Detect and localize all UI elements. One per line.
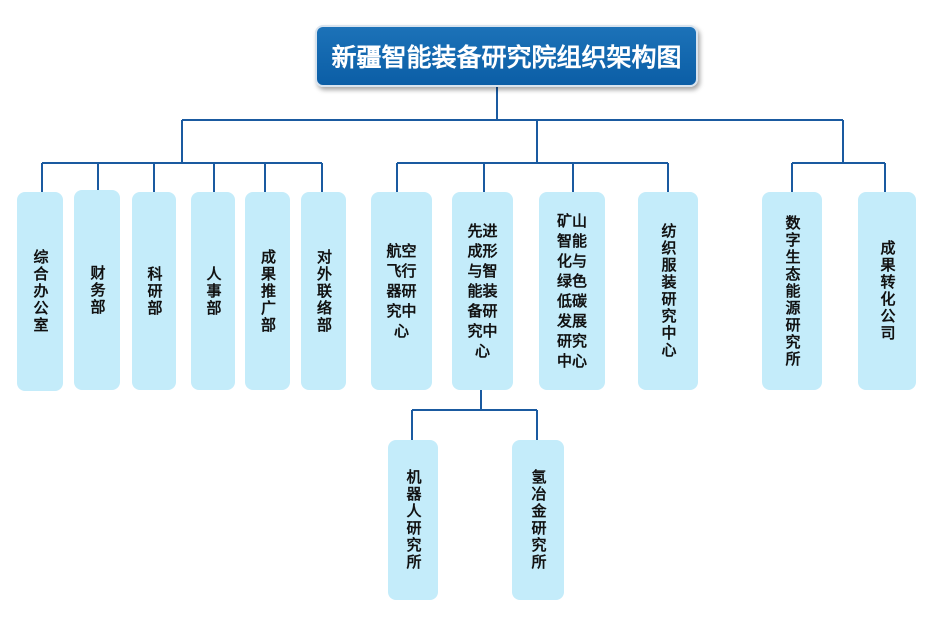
unit-digital-energy-institute: 数字生态能源研究所 — [762, 192, 822, 390]
unit-external-relations-label: 对外联络部 — [315, 248, 333, 334]
chart-title: 新疆智能装备研究院组织架构图 — [315, 25, 698, 87]
text-line: 低碳 — [556, 292, 587, 310]
unit-mining-center-label: 矿山 智能 化与 绿色 低碳 发展 研究 中心 — [557, 211, 587, 371]
text-line: 能装 — [467, 282, 498, 300]
text-line: 绿色 — [556, 272, 587, 290]
unit-advanced-forming-center-label: 先进 成形 与智 能装 备研 究中 心 — [467, 221, 497, 361]
unit-hydrogen-metallurgy-institute-label: 氢冶金研究所 — [529, 469, 548, 571]
unit-general-office: 综合办公室 — [17, 192, 63, 391]
unit-transfer-company: 成果转化公司 — [858, 192, 916, 390]
unit-aviation-center: 航空 飞行 器研 究中 心 — [371, 192, 432, 390]
text-line: 先进 — [467, 222, 498, 240]
unit-promotion-label: 成果推广部 — [259, 248, 277, 334]
unit-robot-institute-label: 机器人研究所 — [404, 469, 423, 571]
text-line: 与智 — [467, 262, 498, 280]
unit-textile-center: 纺织服装研究中心 — [638, 192, 698, 390]
unit-promotion: 成果推广部 — [245, 192, 290, 390]
unit-mining-center: 矿山 智能 化与 绿色 低碳 发展 研究 中心 — [539, 192, 605, 390]
unit-digital-energy-institute-label: 数字生态能源研究所 — [783, 214, 802, 368]
text-line: 智能 — [556, 232, 587, 250]
text-line: 心 — [474, 342, 490, 360]
text-line: 心 — [393, 322, 409, 340]
unit-advanced-forming-center: 先进 成形 与智 能装 备研 究中 心 — [452, 192, 513, 390]
text-line: 矿山 — [556, 212, 587, 230]
text-line: 中心 — [556, 352, 587, 370]
unit-finance: 财务部 — [74, 190, 120, 390]
text-line: 研究 — [556, 332, 587, 350]
text-line: 备研 — [467, 302, 498, 320]
unit-aviation-center-label: 航空 飞行 器研 究中 心 — [386, 241, 416, 341]
chart-title-text: 新疆智能装备研究院组织架构图 — [331, 43, 682, 72]
text-line: 成形 — [467, 242, 498, 260]
unit-finance-label: 财务部 — [88, 264, 107, 316]
unit-hr: 人事部 — [191, 192, 235, 390]
unit-hydrogen-metallurgy-institute: 氢冶金研究所 — [512, 440, 564, 600]
unit-transfer-company-label: 成果转化公司 — [878, 240, 897, 342]
text-line: 究中 — [467, 322, 498, 340]
unit-research: 科研部 — [132, 192, 176, 390]
text-line: 航空 — [386, 242, 417, 260]
text-line: 究中 — [386, 302, 417, 320]
unit-hr-label: 人事部 — [204, 265, 223, 317]
unit-robot-institute: 机器人研究所 — [388, 440, 438, 600]
text-line: 器研 — [386, 282, 417, 300]
text-line: 飞行 — [386, 262, 417, 280]
unit-research-label: 科研部 — [145, 265, 164, 317]
unit-textile-center-label: 纺织服装研究中心 — [659, 223, 678, 359]
unit-general-office-label: 综合办公室 — [31, 249, 50, 334]
text-line: 化与 — [556, 252, 587, 270]
text-line: 发展 — [556, 312, 587, 330]
unit-external-relations: 对外联络部 — [301, 192, 346, 390]
